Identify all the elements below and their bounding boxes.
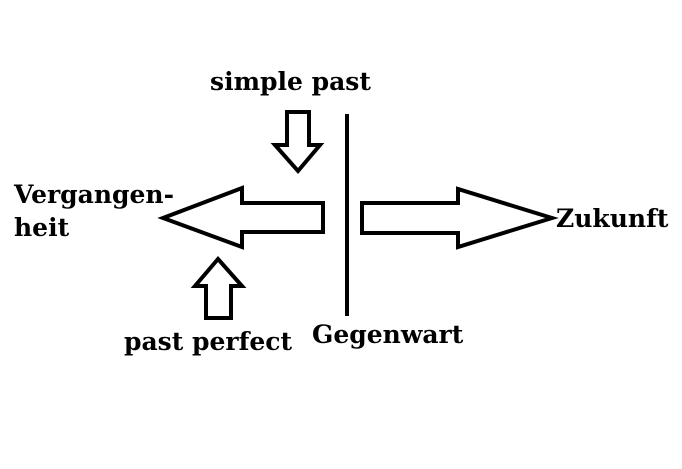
- past-arrow: [157, 185, 325, 250]
- future-arrow: [360, 186, 559, 250]
- simple-past-label: simple past: [210, 67, 371, 96]
- future-label: Zukunft: [556, 204, 669, 233]
- past-label-line1: Vergangen-: [14, 180, 174, 209]
- past-perfect-arrow: [190, 255, 247, 320]
- past-perfect-label: past perfect: [124, 327, 292, 356]
- past-label-line2: heit: [14, 213, 70, 242]
- simple-past-arrow: [270, 110, 325, 175]
- present-label: Gegenwart: [312, 320, 464, 349]
